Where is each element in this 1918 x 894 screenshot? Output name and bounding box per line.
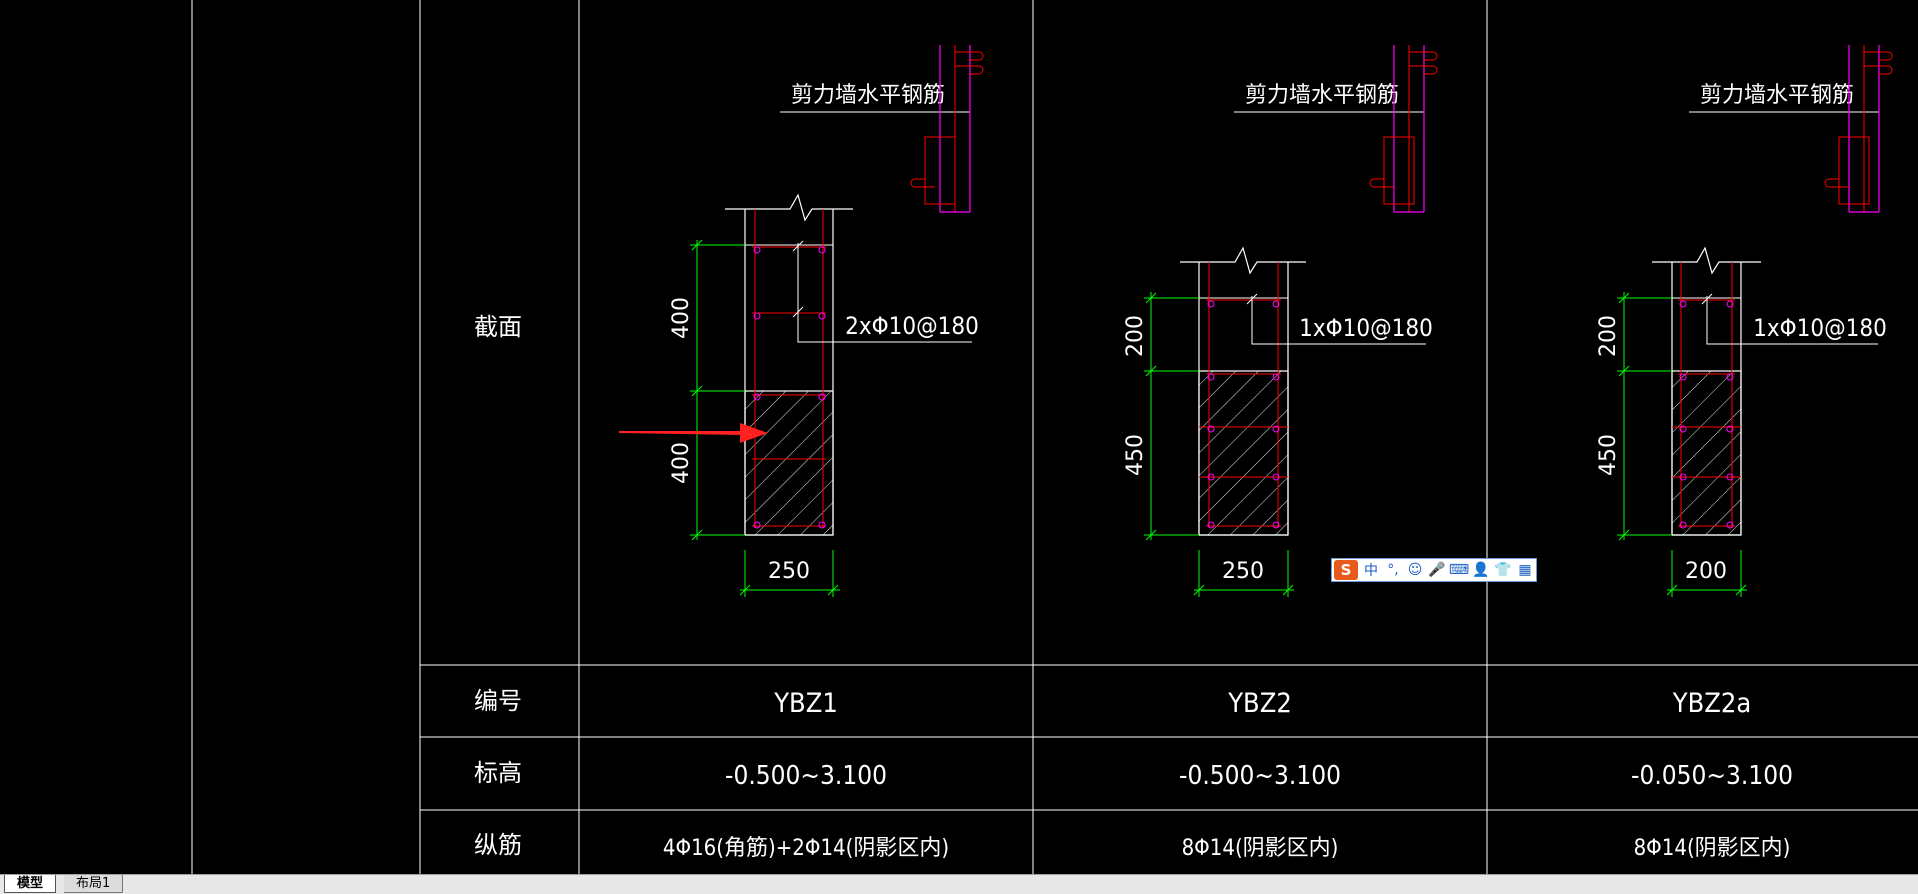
wall-rebar-detail: 剪力墙水平钢筋 [1234, 45, 1438, 213]
column-longitudinal: 4Φ16(角筋)+2Φ14(阴影区内) [663, 836, 949, 861]
stirrup-label: 1xΦ10@180 [1299, 314, 1433, 342]
column-id: YBZ2a [1672, 688, 1751, 719]
column-longitudinal: 8Φ14(阴影区内) [1182, 836, 1339, 861]
row-header-section: 截面 [474, 313, 522, 341]
highlight-arrow [619, 423, 768, 443]
row-header-id: 编号 [474, 687, 522, 715]
user-icon[interactable]: 👤 [1472, 562, 1490, 578]
section-drawing-ybz2[interactable]: 剪力墙水平钢筋 1xΦ10@1 [1123, 45, 1438, 597]
emoji-icon[interactable]: ☺ [1407, 562, 1423, 578]
skin-icon[interactable]: 👕 [1494, 562, 1512, 578]
wall-rebar-label: 剪力墙水平钢筋 [1700, 83, 1854, 108]
punctuation-icon[interactable]: °, [1387, 562, 1399, 578]
column-id: YBZ1 [773, 688, 838, 719]
chinese-mode-icon[interactable]: 中 [1364, 563, 1378, 579]
wall-rebar-detail: 剪力墙水平钢筋 [780, 45, 984, 213]
row-header-longitudinal: 纵筋 [474, 831, 522, 859]
dimension-lower: 450 [1596, 434, 1621, 476]
column-elevation: -0.500~3.100 [725, 761, 887, 791]
tab-layout1[interactable]: 布局1 [64, 875, 124, 893]
dimension-width: 200 [1685, 559, 1727, 584]
column-id: YBZ2 [1227, 688, 1292, 719]
sogou-logo-icon[interactable]: S [1334, 560, 1358, 580]
row-header-elevation: 标高 [474, 759, 522, 787]
dimension-upper: 200 [1123, 315, 1148, 357]
wall-rebar-detail: 剪力墙水平钢筋 [1689, 45, 1893, 213]
stirrup-label: 1xΦ10@180 [1753, 314, 1887, 342]
microphone-icon[interactable]: 🎤 [1428, 562, 1446, 578]
wall-rebar-label: 剪力墙水平钢筋 [791, 83, 945, 108]
stirrup-label: 2xΦ10@180 [845, 312, 979, 340]
toolbox-icon[interactable]: ▦ [1518, 562, 1532, 578]
section-drawing-ybz1[interactable]: 剪力墙水平钢筋 [669, 45, 984, 597]
cad-model-canvas[interactable]: 截面 编号 标高 纵筋 YBZ1 YBZ2 YBZ2a -0.500~3.100… [0, 0, 1918, 874]
column-elevation: -0.050~3.100 [1631, 761, 1793, 791]
dimension-upper: 200 [1596, 315, 1621, 357]
ime-toolbar[interactable]: S 中 °, ☺ 🎤 ⌨ 👤 👕 ▦ [1331, 558, 1537, 582]
dimension-width: 250 [768, 559, 810, 584]
table-grid [191, 0, 1918, 874]
section-drawing-ybz2a[interactable]: 剪力墙水平钢筋 1xΦ10@1 [1596, 45, 1893, 597]
dimension-width: 250 [1222, 559, 1264, 584]
dimension-upper: 400 [669, 297, 694, 339]
dimension-lower: 400 [669, 442, 694, 484]
column-longitudinal: 8Φ14(阴影区内) [1634, 836, 1791, 861]
keyboard-icon[interactable]: ⌨ [1448, 562, 1470, 578]
column-elevation: -0.500~3.100 [1179, 761, 1341, 791]
tab-model[interactable]: 模型 [4, 875, 57, 893]
dimension-lower: 450 [1123, 434, 1148, 476]
layout-tab-strip: 模型 布局1 [0, 874, 1918, 894]
wall-rebar-label: 剪力墙水平钢筋 [1245, 83, 1399, 108]
